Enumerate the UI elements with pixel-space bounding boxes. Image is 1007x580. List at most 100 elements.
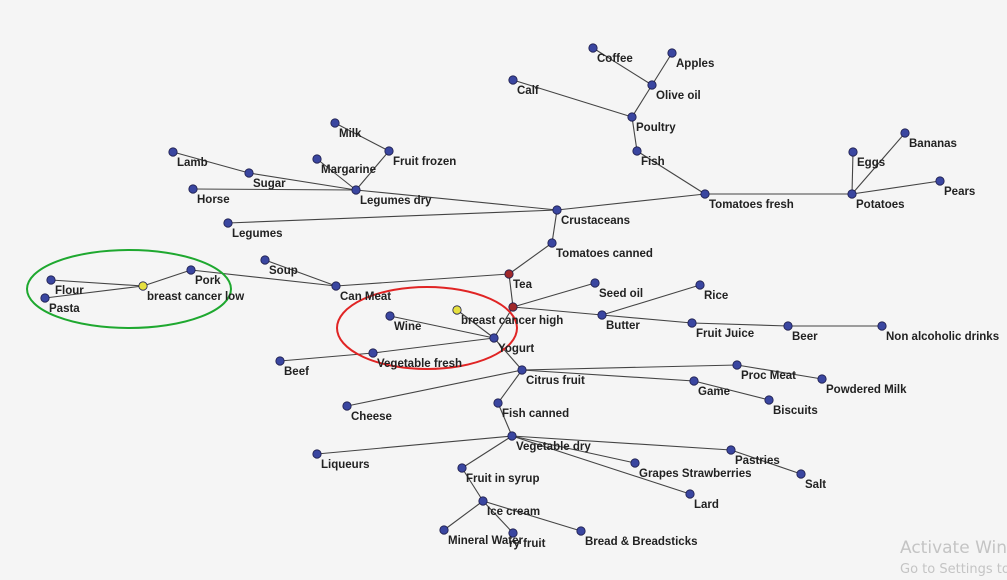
edge-citrus_fruit-game: [521, 369, 695, 382]
edge-tomatoes_fresh-crustaceans: [556, 193, 706, 211]
edge-fruit_in_syrup-ice_cream: [461, 467, 484, 502]
edge-calf-poultry: [512, 79, 633, 118]
edge-ice_cream-mineral_water: [443, 500, 484, 531]
node-label-fish: Fish: [641, 156, 665, 168]
node-rice: [695, 280, 705, 290]
node-apples: [667, 48, 677, 58]
node-tomatoes-canned: [547, 238, 557, 248]
node-label-ice-cream: Ice cream: [487, 506, 540, 518]
node-label-bc-high: breast cancer high: [461, 315, 563, 327]
node-citrus-fruit: [517, 365, 527, 375]
node-label-flour: Flour: [55, 285, 84, 297]
edge-yogurt-citrus_fruit: [493, 337, 523, 371]
node-label-tomatoes-canned: Tomatoes canned: [556, 248, 653, 260]
edge-vegetable_dry-fruit_in_syrup: [461, 435, 513, 469]
node-game: [689, 376, 699, 386]
node-label-pork: Pork: [195, 275, 221, 287]
node-fruit-juice: [687, 318, 697, 328]
node-poultry: [627, 112, 637, 122]
edge-tea-tea_child: [508, 273, 514, 308]
node-label-calf: Calf: [517, 85, 539, 97]
edge-tomatoes_canned-tea: [508, 242, 553, 275]
edge-fish-tomatoes_fresh: [636, 150, 706, 195]
node-legumes-dry: [351, 185, 361, 195]
edge-yogurt-bc_high: [456, 309, 495, 339]
edge-can_meat-pork: [190, 269, 337, 287]
node-fruit-frozen: [384, 146, 394, 156]
node-milk: [330, 118, 340, 128]
edge-apples-olive_oil: [651, 52, 673, 86]
node-mineral-water: [439, 525, 449, 535]
node-label-coffee: Coffee: [597, 53, 633, 65]
node-label-margarine: Margarine: [321, 164, 376, 176]
edge-olive_oil-poultry: [631, 84, 653, 118]
edge-bc_low-pasta: [44, 285, 144, 299]
edge-tea-can_meat: [335, 273, 510, 287]
edge-bc_low-flour: [50, 279, 144, 287]
edge-legumes-crustaceans: [227, 209, 558, 224]
node-label-fruit-frozen: Fruit frozen: [393, 156, 456, 168]
edge-citrus_fruit-fish_canned: [497, 369, 523, 404]
node-label-lamb: Lamb: [177, 157, 208, 169]
node-coffee: [588, 43, 598, 53]
node-label-potatoes: Potatoes: [856, 199, 905, 211]
node-label-milk: Milk: [339, 128, 362, 140]
edge-citrus_fruit-proc_meat: [521, 364, 738, 371]
node-non-alcoholic: [877, 321, 887, 331]
edge-butter-rice: [601, 284, 701, 316]
node-label-bc-low: breast cancer low: [147, 291, 244, 303]
node-butter: [597, 310, 607, 320]
node-label-liqueurs: Liqueurs: [321, 459, 370, 471]
edge-vegetable_dry-pastries: [511, 435, 732, 451]
node-wine: [385, 311, 395, 321]
node-label-proc-meat: Proc Meat: [741, 370, 796, 382]
node-yogurt: [489, 333, 499, 343]
edge-coffee-olive_oil: [592, 47, 653, 86]
node-bc-low: [138, 281, 148, 291]
edge-poultry-fish: [631, 116, 638, 152]
node-flour: [46, 275, 56, 285]
node-label-cheese: Cheese: [351, 411, 392, 423]
edge-citrus_fruit-cheese: [346, 369, 523, 407]
edge-potatoes-eggs: [851, 151, 854, 195]
node-label-butter: Butter: [606, 320, 640, 332]
node-label-can-meat: Can Meat: [340, 291, 391, 303]
node-bread: [576, 526, 586, 536]
node-biscuits: [764, 395, 774, 405]
node-pears: [935, 176, 945, 186]
node-label-salt: Salt: [805, 479, 826, 491]
node-pasta: [40, 293, 50, 303]
edge-crustaceans-tomatoes_canned: [551, 209, 558, 244]
node-label-yogurt: Yogurt: [498, 343, 534, 355]
watermark-line-1: Activate Win: [900, 538, 1007, 558]
node-label-mineral-water: Mineral Water: [448, 535, 524, 547]
node-tea-child: [508, 302, 518, 312]
node-tea: [504, 269, 514, 279]
edge-fruit_frozen-legumes_dry: [355, 150, 390, 191]
node-label-lard: Lard: [694, 499, 719, 511]
edge-vegetable_dry-grapes_strawberries: [511, 435, 636, 464]
node-tomatoes-fresh: [700, 189, 710, 199]
node-label-soup: Soup: [269, 265, 298, 277]
edge-butter-fruit_juice: [601, 314, 693, 324]
node-can-meat: [331, 281, 341, 291]
edge-can_meat-soup: [264, 259, 337, 287]
node-label-non-alcoholic: Non alcoholic drinks: [886, 331, 999, 343]
edge-pork-bc_low: [142, 269, 192, 287]
node-label-bread: Bread & Breadsticks: [585, 536, 698, 548]
node-label-powdered-milk: Powdered Milk: [826, 384, 907, 396]
edge-fruit_juice-beer: [691, 322, 789, 327]
edges-layer: [44, 47, 941, 534]
node-label-legumes: Legumes: [232, 228, 283, 240]
node-label-poultry: Poultry: [636, 122, 676, 134]
node-label-grapes-strawberries: Grapes Strawberries: [639, 468, 752, 480]
node-eggs: [848, 147, 858, 157]
node-fish: [632, 146, 642, 156]
node-grapes-strawberries: [630, 458, 640, 468]
node-pastries: [726, 445, 736, 455]
node-potatoes: [847, 189, 857, 199]
edge-vegetable_dry-liqueurs: [316, 435, 513, 455]
node-label-fruit-juice: Fruit Juice: [696, 328, 754, 340]
node-label-beef: Beef: [284, 366, 309, 378]
